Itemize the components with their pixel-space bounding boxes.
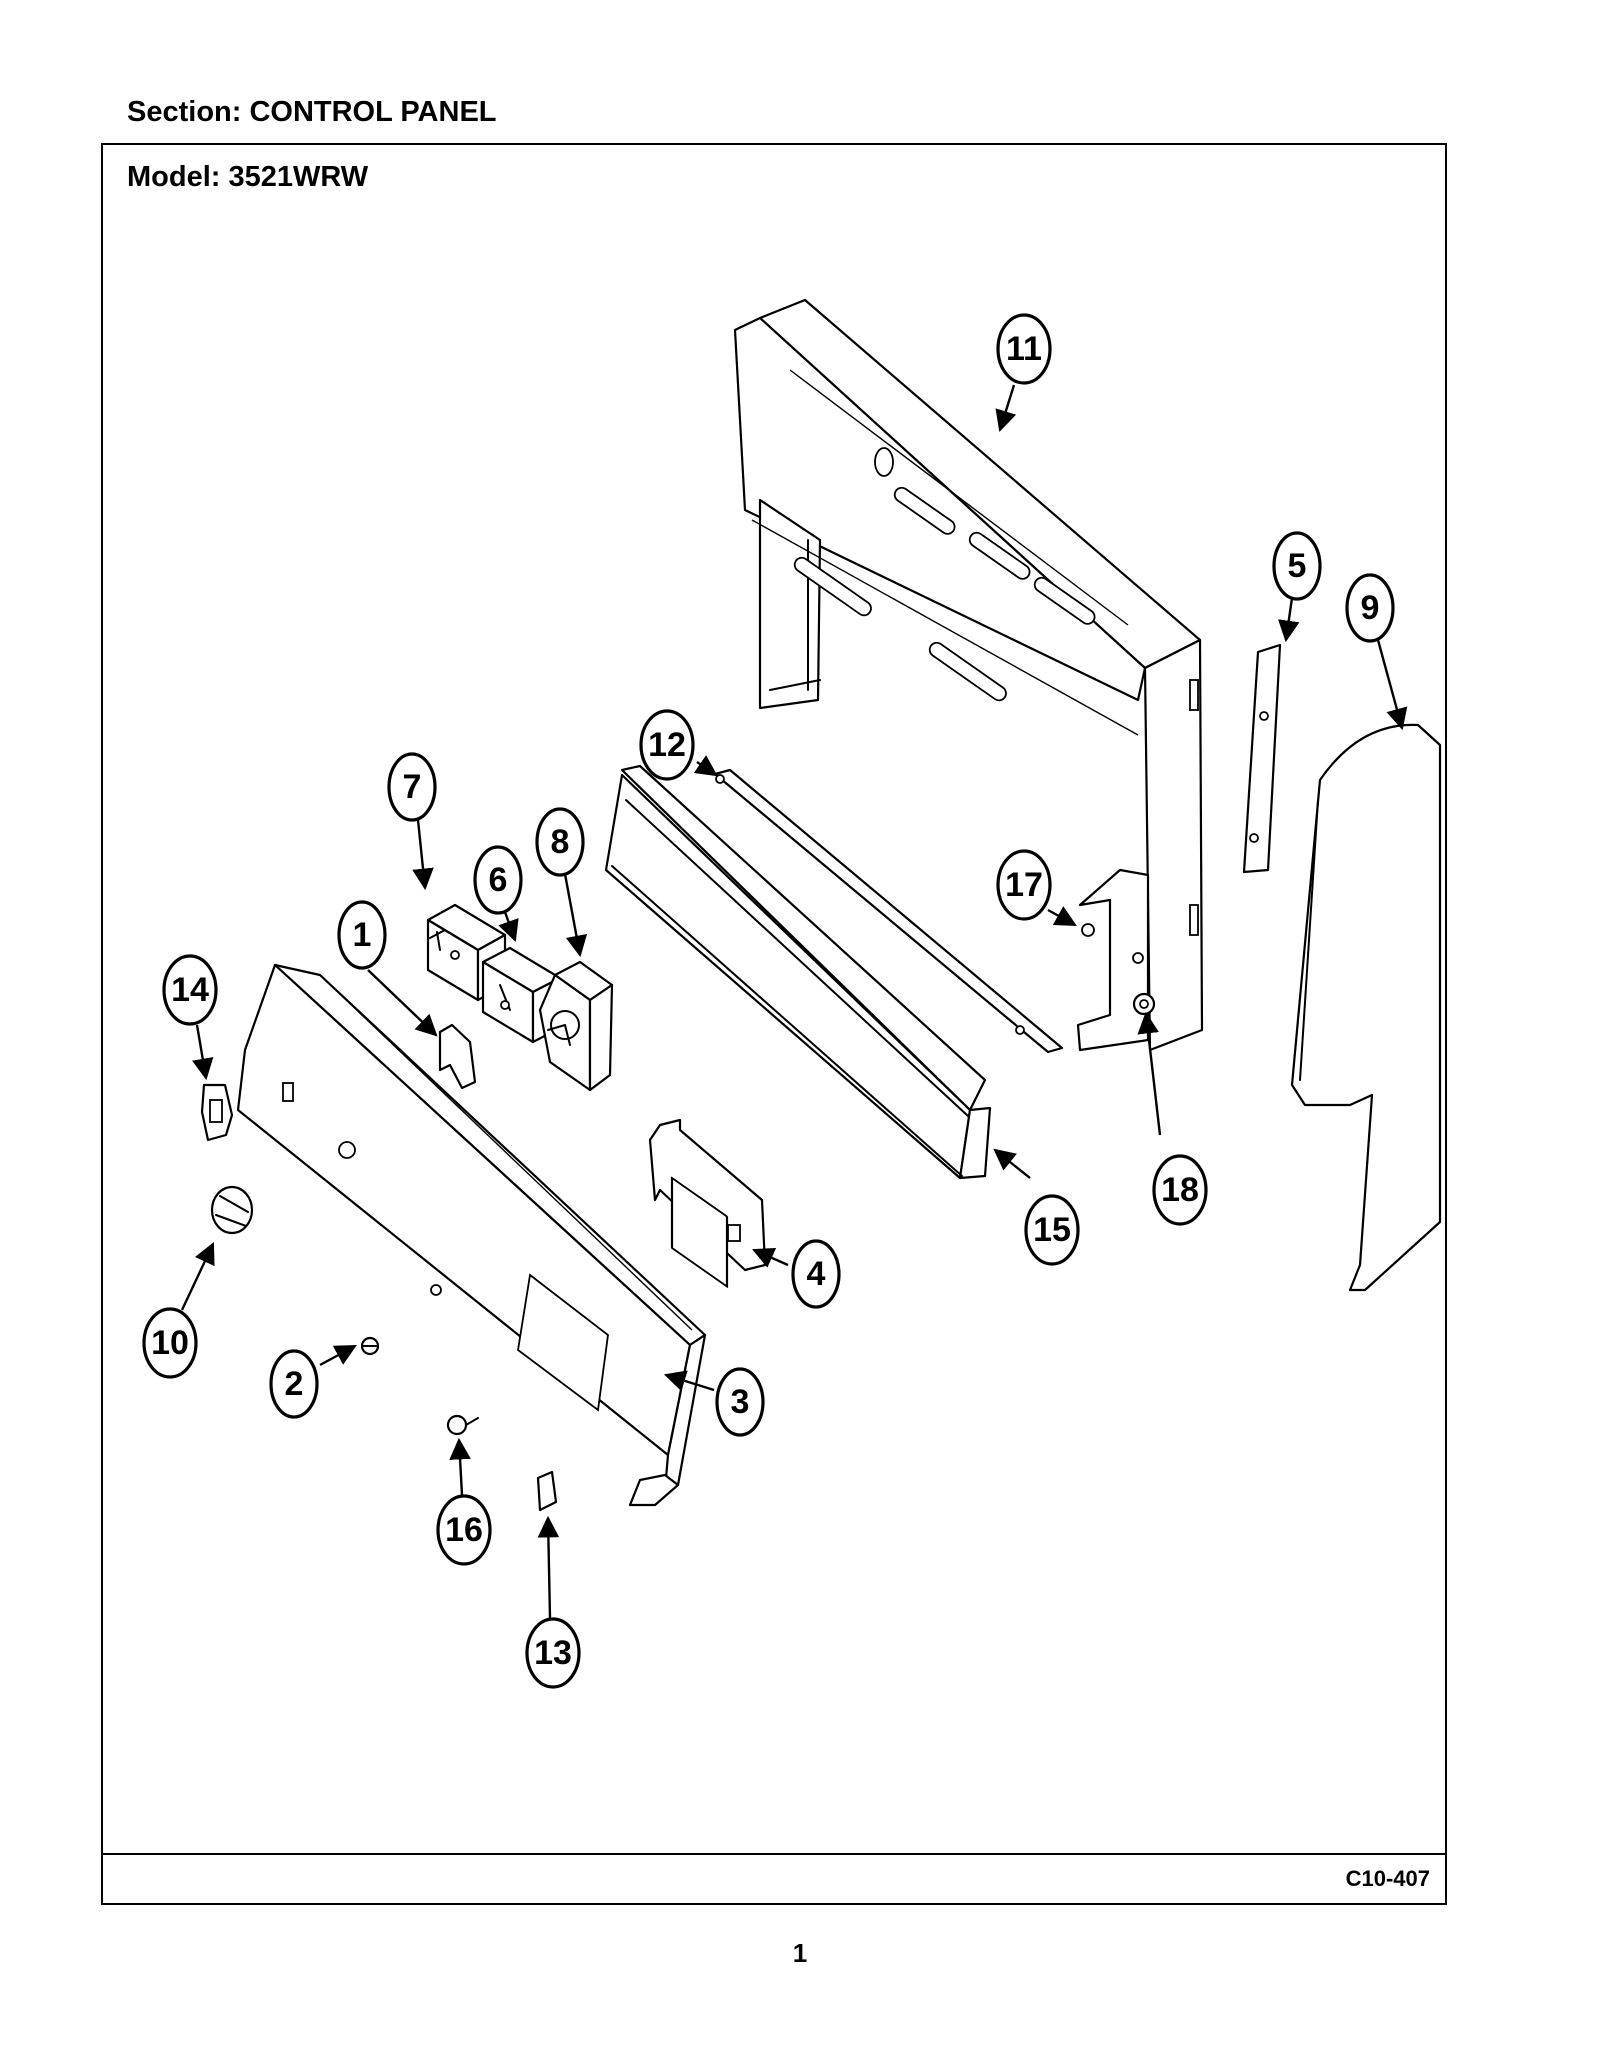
part-10-knob: [210, 1185, 254, 1235]
callout-3: 3: [715, 1367, 765, 1437]
svg-text:7: 7: [403, 768, 422, 806]
svg-text:10: 10: [151, 1324, 189, 1362]
callout-1: 1: [337, 900, 387, 970]
callout-5: 5: [1272, 531, 1322, 601]
svg-text:8: 8: [551, 823, 570, 861]
svg-text:16: 16: [445, 1511, 483, 1549]
svg-text:17: 17: [1005, 866, 1043, 904]
callout-15: 15: [1024, 1194, 1080, 1266]
svg-text:2: 2: [285, 1365, 304, 1403]
callout-6: 6: [473, 845, 523, 915]
svg-text:3: 3: [731, 1383, 750, 1421]
callout-12: 12: [639, 709, 695, 781]
svg-text:13: 13: [534, 1634, 572, 1672]
svg-text:15: 15: [1033, 1211, 1071, 1249]
callout-8: 8: [535, 807, 585, 877]
section-title: Section: CONTROL PANEL: [127, 96, 497, 128]
part-18-grommet: [1132, 992, 1156, 1016]
part-16-screw: [446, 1414, 479, 1436]
callout-11: 11: [996, 313, 1052, 385]
footer-divider: [101, 1853, 1447, 1855]
part-3-control-panel: [236, 963, 707, 1507]
callout-4: 4: [791, 1239, 841, 1309]
part-15-channel: [604, 764, 992, 1180]
part-13-clip: [536, 1470, 558, 1512]
callout-9: 9: [1345, 573, 1395, 643]
part-5-side-strip: [1242, 643, 1282, 874]
part-1-clip: [438, 1023, 477, 1090]
part-17-bracket: [1076, 868, 1150, 1052]
svg-text:1: 1: [353, 916, 372, 954]
part-9-end-cap: [1290, 723, 1442, 1292]
callout-2: 2: [269, 1349, 319, 1419]
callout-18: 18: [1152, 1154, 1208, 1226]
svg-text:6: 6: [489, 861, 508, 899]
svg-text:4: 4: [807, 1255, 826, 1293]
figure-code: C10-407: [1345, 1866, 1430, 1891]
model-title: Model: 3521WRW: [127, 161, 369, 193]
part-2-screw: [360, 1336, 380, 1356]
callout-17: 17: [996, 849, 1052, 921]
svg-text:18: 18: [1161, 1171, 1199, 1209]
part-8-timer: [538, 960, 614, 1092]
diagram-frame: [101, 143, 1447, 1905]
callout-16: 16: [436, 1494, 492, 1566]
svg-text:9: 9: [1361, 589, 1380, 627]
svg-text:14: 14: [171, 971, 209, 1009]
part-12-top-rail: [713, 768, 1064, 1054]
callout-7: 7: [387, 752, 437, 822]
callout-10: 10: [142, 1307, 198, 1379]
callout-13: 13: [525, 1617, 581, 1689]
callout-14: 14: [162, 954, 218, 1026]
svg-text:11: 11: [1006, 330, 1042, 368]
part-14-rocker-switch: [200, 1083, 234, 1142]
page-number: 1: [792, 1938, 808, 1968]
part-4-switch-bracket: [648, 1118, 767, 1288]
svg-text:12: 12: [648, 726, 686, 764]
svg-text:5: 5: [1288, 547, 1307, 585]
part-11-back-panel: [733, 298, 1204, 1052]
